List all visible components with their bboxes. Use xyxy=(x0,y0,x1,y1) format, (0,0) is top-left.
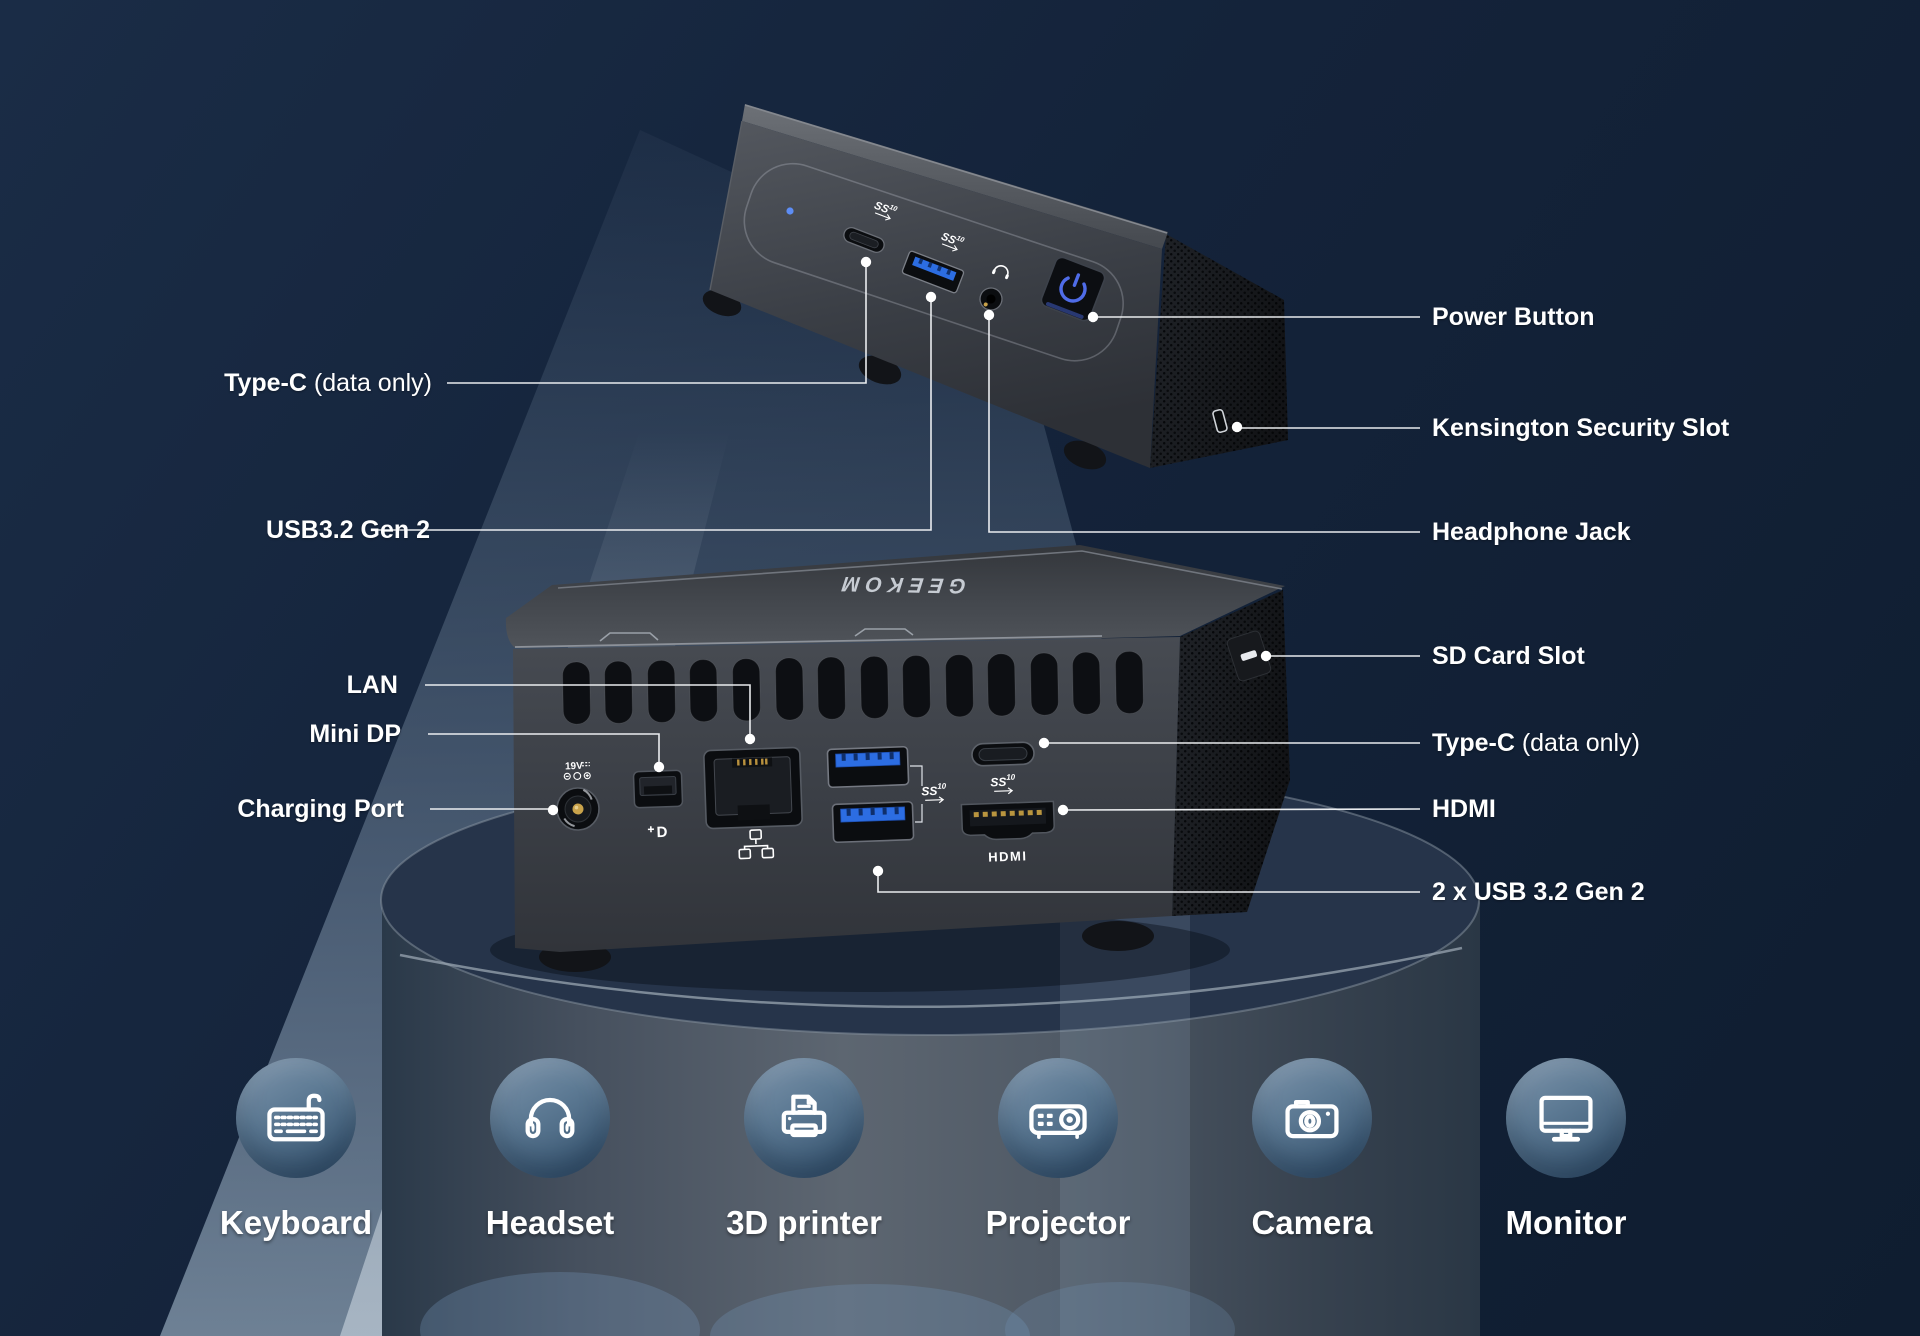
projector-icon xyxy=(998,1058,1118,1178)
callout-label-kensington: Kensington Security Slot xyxy=(1432,414,1730,442)
usb-speed-icon: SS10 xyxy=(939,230,965,252)
callout-label-headphone-jack: Headphone Jack xyxy=(1432,518,1631,546)
callout-label-usb32: USB3.2 Gen 2 xyxy=(266,516,430,544)
usb-speed-icon: SS10 xyxy=(872,199,898,221)
front-type-c-port xyxy=(843,227,885,253)
peripheral-monitor: Monitor xyxy=(1456,1058,1676,1242)
lan-icon xyxy=(738,829,775,860)
mini-dp-port xyxy=(632,769,684,809)
peripheral-camera: Camera xyxy=(1202,1058,1422,1242)
svg-text:19V: 19V xyxy=(565,761,583,773)
back-usb-a-port-1 xyxy=(826,745,910,789)
svg-text:D: D xyxy=(656,824,668,841)
camera-icon xyxy=(1252,1058,1372,1178)
lan-port xyxy=(703,746,803,830)
peripheral-label: Camera xyxy=(1251,1204,1373,1241)
peripheral-label: Monitor xyxy=(1505,1204,1627,1241)
callout-label-charging-port: Charging Port xyxy=(237,795,404,823)
callout-label-type-c-back: Type-C (data only) xyxy=(1432,729,1640,757)
mini-pc-front-view: SS10 SS10 xyxy=(702,104,1288,470)
svg-text:SS10: SS10 xyxy=(990,773,1016,790)
mini-pc-back-view: GEEKOM 19V xyxy=(490,545,1290,992)
charging-voltage-marking: 19V xyxy=(563,761,591,780)
callout-label-power-button: Power Button xyxy=(1432,303,1595,331)
peripheral-3d-printer: 3D printer xyxy=(694,1058,914,1242)
usb-speed-icon: SS10 xyxy=(921,782,947,804)
peripheral-label: Headset xyxy=(485,1204,615,1241)
charging-port xyxy=(556,787,600,831)
callout-label-lan: LAN xyxy=(346,671,398,699)
peripheral-label: Keyboard xyxy=(219,1204,373,1241)
power-button xyxy=(1040,256,1106,322)
device-lid xyxy=(505,545,1286,648)
callout-label-2x-usb: 2 x USB 3.2 Gen 2 xyxy=(1432,878,1645,906)
peripheral-label: 3D printer xyxy=(726,1204,882,1241)
callout-label-type-c-front: Type-C (data only) xyxy=(224,369,432,397)
headphone-jack-port xyxy=(979,287,1003,311)
sd-card-slot xyxy=(1226,630,1272,682)
svg-text:SS10: SS10 xyxy=(872,199,898,219)
callout-label-mini-dp: Mini DP xyxy=(309,720,401,748)
usb-speed-icon: SS10 xyxy=(990,773,1016,795)
displayport-logo: D xyxy=(647,824,668,841)
back-type-c-port xyxy=(971,741,1035,767)
headset-marking-icon xyxy=(991,265,1009,280)
keyboard-icon xyxy=(236,1058,356,1178)
power-led xyxy=(786,207,794,215)
brand-logo: GEEKOM xyxy=(835,572,967,597)
peripheral-label: Projector xyxy=(985,1204,1131,1241)
front-usb-a-port xyxy=(901,250,965,294)
monitor-icon xyxy=(1506,1058,1626,1178)
callout-lines xyxy=(371,262,1421,893)
svg-text:SS10: SS10 xyxy=(921,782,947,799)
callout-dots xyxy=(547,256,1272,877)
svg-text:GEEKOM: GEEKOM xyxy=(835,572,967,597)
peripheral-headset: Headset xyxy=(440,1058,660,1242)
peripheral-keyboard: Keyboard xyxy=(186,1058,406,1242)
svg-text:SS10: SS10 xyxy=(939,230,965,250)
power-icon xyxy=(1059,273,1087,303)
callout-label-hdmi: HDMI xyxy=(1432,795,1496,823)
hdmi-port xyxy=(960,800,1055,841)
peripheral-projector: Projector xyxy=(948,1058,1168,1242)
back-usb-a-port-2 xyxy=(831,800,915,844)
printer-icon xyxy=(744,1058,864,1178)
callout-label-sd-card-slot: SD Card Slot xyxy=(1432,642,1585,670)
headset-icon xyxy=(490,1058,610,1178)
hdmi-logo: HDMI xyxy=(988,848,1028,864)
kensington-slot xyxy=(1212,408,1228,434)
